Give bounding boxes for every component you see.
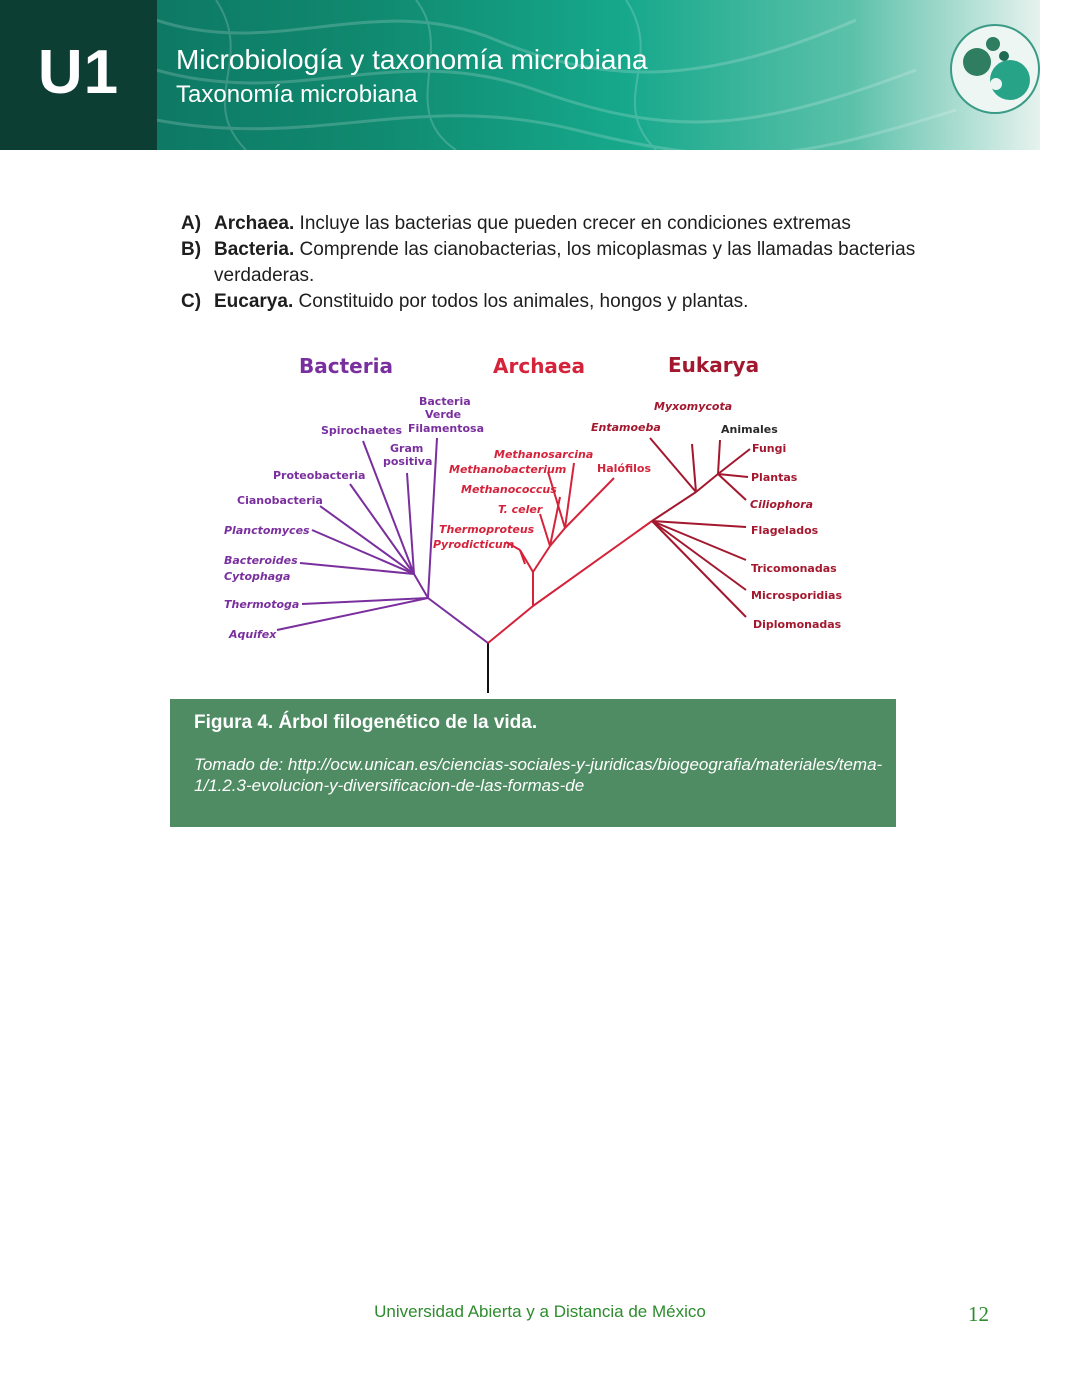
unit-badge: U1 xyxy=(0,0,157,150)
list-text: Constituido por todos los animales, hong… xyxy=(293,291,749,312)
bacteria-labels: Bacteria Verde Filamentosa Spirochaetes … xyxy=(224,395,484,641)
domain-list: A) Archaea. Incluye las bacterias que pu… xyxy=(181,211,961,315)
eukarya-labels: Myxomycota Entamoeba Animales Fungi Plan… xyxy=(591,400,842,631)
caption-title: Figura 4. Árbol filogenético de la vida. xyxy=(194,712,538,733)
list-text: Comprende las cianobacterias, los micopl… xyxy=(214,239,916,286)
logo-icon xyxy=(950,24,1040,114)
caption-source: Tomado de: http://ocw.unican.es/ciencias… xyxy=(194,755,883,795)
label-tricomonadas: Tricomonadas xyxy=(751,562,837,575)
unit-label: U1 xyxy=(37,37,120,107)
footer-university: Universidad Abierta y a Distancia de Méx… xyxy=(374,1302,706,1321)
label-bacteria-verde-2: Verde xyxy=(425,408,461,421)
list-term: Bacteria. xyxy=(214,239,295,260)
label-flagelados: Flagelados xyxy=(751,524,819,537)
label-proteobacteria: Proteobacteria xyxy=(273,469,365,482)
label-cianobacteria: Cianobacteria xyxy=(237,494,323,507)
header-subtitle: Taxonomía microbiana xyxy=(176,81,418,108)
domain-title-bacteria: Bacteria xyxy=(299,354,393,378)
label-gram-2: positiva xyxy=(383,455,432,468)
label-entamoeba: Entamoeba xyxy=(591,421,661,434)
list-item-archaea: A) Archaea. Incluye las bacterias que pu… xyxy=(181,211,961,237)
list-marker: C) xyxy=(181,291,202,312)
figure-caption: Figura 4. Árbol filogenético de la vida.… xyxy=(170,699,896,827)
label-bacteria-verde-1: Bacteria xyxy=(419,395,471,408)
label-myxomycota: Myxomycota xyxy=(654,400,732,413)
domain-title-eukarya: Eukarya xyxy=(668,353,759,377)
archaea-labels: Methanosarcina Methanobacterium Halófilo… xyxy=(433,448,651,551)
header-banner: U1 Microbiología y taxonomía microbiana … xyxy=(0,0,1040,150)
label-aquifex: Aquifex xyxy=(228,628,277,641)
list-text: Incluye las bacterias que pueden crecer … xyxy=(294,213,851,234)
list-term: Eucarya. xyxy=(214,291,294,312)
label-halofilos: Halófilos xyxy=(597,462,651,475)
list-item-bacteria: B) Bacteria. Comprende las cianobacteria… xyxy=(181,237,961,289)
bacteria-branches xyxy=(276,437,489,644)
header-title: Microbiología y taxonomía microbiana xyxy=(176,44,648,75)
label-methanobacterium: Methanobacterium xyxy=(449,463,566,476)
label-planctomyces: Planctomyces xyxy=(224,524,310,537)
label-methanosarcina: Methanosarcina xyxy=(494,448,593,461)
list-term: Archaea. xyxy=(214,213,295,234)
list-item-eucarya: C) Eucarya. Constituido por todos los an… xyxy=(181,289,961,315)
archaea-branches xyxy=(487,462,653,644)
label-t-celer: T. celer xyxy=(498,503,543,516)
label-gram-1: Gram xyxy=(390,442,423,455)
label-microsporidias: Microsporidias xyxy=(751,589,842,602)
label-ciliophora: Ciliophora xyxy=(750,498,813,511)
label-pyrodicticum: Pyrodicticum xyxy=(433,538,514,551)
label-thermotoga: Thermotoga xyxy=(224,598,299,611)
label-methanococcus: Methanococcus xyxy=(461,483,557,496)
label-spirochaetes: Spirochaetes xyxy=(321,424,403,437)
label-bacteria-verde-3: Filamentosa xyxy=(408,422,484,435)
label-diplomonadas: Diplomonadas xyxy=(753,618,842,631)
eukarya-branches xyxy=(649,437,751,618)
page-number: 12 xyxy=(968,1302,989,1326)
label-fungi: Fungi xyxy=(752,442,786,455)
label-bacteroides: Bacteroides xyxy=(224,554,298,567)
list-marker: A) xyxy=(181,213,202,234)
label-animales: Animales xyxy=(721,423,778,436)
label-plantas: Plantas xyxy=(751,471,798,484)
header-pattern xyxy=(156,0,957,150)
label-cytophaga: Cytophaga xyxy=(224,570,290,583)
phylogenetic-tree: Bacteria Archaea Eukarya xyxy=(224,353,842,693)
list-marker: B) xyxy=(181,239,202,260)
label-thermoproteus: Thermoproteus xyxy=(439,523,535,536)
domain-title-archaea: Archaea xyxy=(493,354,585,378)
